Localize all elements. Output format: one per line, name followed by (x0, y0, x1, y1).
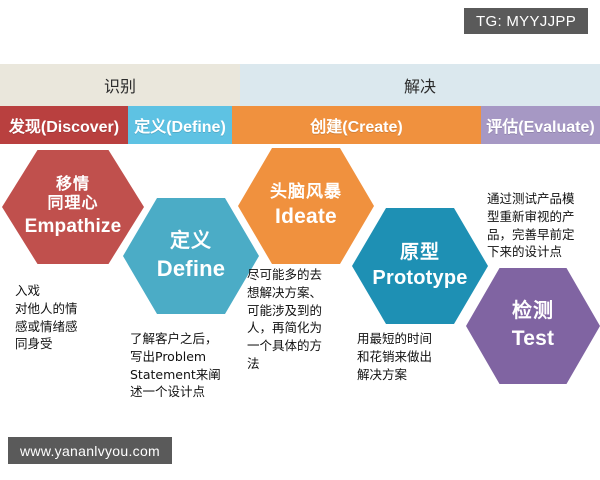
hexagon-prototype-en: Prototype (372, 266, 468, 289)
note-test: 通过测试产品模 型重新审视的产 品，完善早前定 下来的设计点 (487, 191, 575, 260)
note-prototype: 用最短的时间 和花销来做出 解决方案 (357, 331, 433, 382)
stage-evaluate: 评估(Evaluate) (481, 106, 600, 144)
phase-row: 识别 解决 (0, 64, 600, 106)
hexagon-empathize-cn: 移情 (55, 175, 90, 193)
stage-row: 发现(Discover) 定义(Define) 创建(Create) 评估(Ev… (0, 106, 600, 144)
hexagon-define-cn: 定义 (170, 229, 212, 252)
note-define: 了解客户之后， 写出Problem Statement来阐 述一个设计点 (130, 331, 221, 400)
note-ideate: 尽可能多的去 想解决方案、 可能涉及到的 人，再简化为 一个具体的方 法 (247, 267, 323, 371)
hexagon-ideate-cn: 头脑风暴 (270, 182, 342, 202)
hexagon-prototype: 原型 Prototype (352, 208, 488, 324)
hexagon-prototype-cn: 原型 (399, 241, 440, 263)
stage-define: 定义(Define) (128, 106, 232, 144)
watermark-top-right: TG: MYYJJPP (464, 8, 588, 34)
hexagon-empathize: 移情 同理心 Empathize (2, 150, 144, 264)
hexagon-test-en: Test (511, 326, 555, 350)
note-empathize: 入戏 对他人的情 感或情绪感 同身受 (15, 283, 78, 352)
phase-resolve: 解决 (240, 64, 600, 106)
hexagon-ideate: 头脑风暴 Ideate (238, 148, 374, 264)
hexagon-empathize-en: Empathize (24, 215, 122, 237)
hexagon-ideate-en: Ideate (275, 205, 337, 229)
stage-create: 创建(Create) (232, 106, 481, 144)
hexagon-define-en: Define (156, 256, 226, 282)
hexagon-define: 定义 Define (123, 198, 259, 314)
phase-identify: 识别 (0, 64, 240, 106)
hexagon-empathize-cn2: 同理心 (47, 194, 99, 212)
hexagon-test-cn: 检测 (512, 300, 554, 323)
stage-discover: 发现(Discover) (0, 106, 128, 144)
watermark-bottom-left: www.yananlvyou.com (8, 437, 173, 464)
hexagon-test: 检测 Test (466, 268, 600, 384)
process-header-band: 识别 解决 发现(Discover) 定义(Define) 创建(Create)… (0, 64, 600, 144)
